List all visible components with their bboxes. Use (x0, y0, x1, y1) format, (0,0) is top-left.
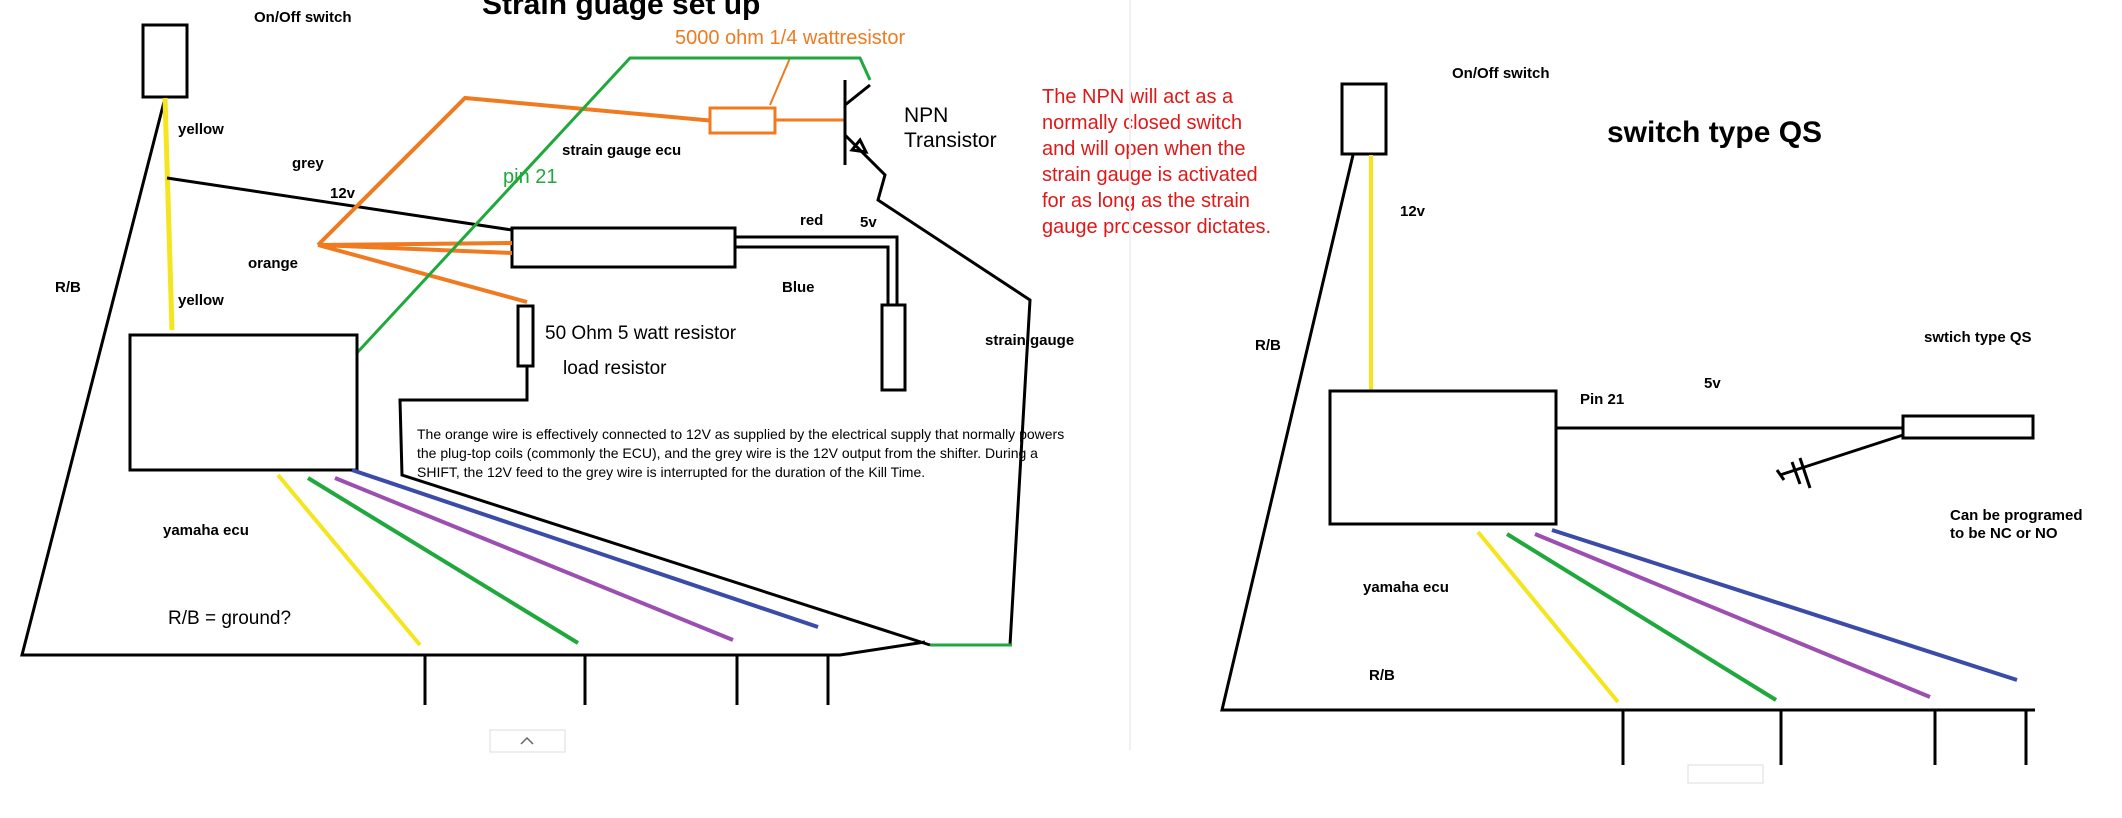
red-label: red (800, 212, 823, 229)
harness-yellow-right (1476, 530, 1620, 704)
5v-label-right: 5v (1704, 375, 1721, 392)
yamaha-ecu-box-right (1328, 389, 1558, 526)
qs-switch-body (1901, 414, 2035, 440)
on-off-switch-right (1340, 82, 1388, 156)
on-off-switch-label-right: On/Off switch (1452, 65, 1550, 82)
yamaha-ecu-box-left (128, 333, 359, 472)
yellow-label-top: yellow (178, 121, 224, 138)
left-diagram: Strain guage set up On/Off switch yellow… (20, 0, 1074, 753)
red-wire (735, 235, 899, 305)
yellow-wire-left (162, 97, 175, 331)
orange-label: orange (248, 255, 298, 272)
yamaha-ecu-label-right: yamaha ecu (1363, 579, 1449, 596)
green-wire-pin21 (353, 56, 872, 357)
strain-gauge-sensor (880, 303, 907, 392)
rb-ground-label: R/B = ground? (168, 608, 291, 629)
harness-blue-right (1551, 528, 2018, 682)
red-note-line-2: normally closed switch (1042, 112, 1242, 134)
ground-drops-left (423, 655, 830, 705)
blue-label: Blue (782, 279, 815, 296)
rb-label-right: R/B (1255, 337, 1281, 354)
npn-transistor-symbol (843, 80, 1032, 647)
pin21-label-left: pin 21 (503, 166, 558, 188)
note-line-1: The orange wire is effectively connected… (417, 426, 1064, 442)
yamaha-ecu-label-left: yamaha ecu (163, 522, 249, 539)
qs-switch-contact (1779, 433, 1904, 477)
harness-purple-left (334, 476, 734, 642)
resistor-5000-ohm (708, 106, 777, 135)
chevron-up-icon (520, 736, 534, 745)
resistor-5000-leader (769, 57, 791, 106)
strain-gauge-ecu-box (510, 226, 737, 269)
grey-wire (166, 176, 513, 232)
rb-wire-left (20, 97, 926, 657)
harness-blue-left (351, 468, 819, 629)
red-note: The NPN will act as a normally closed sw… (1042, 86, 1271, 238)
note-line-3: SHIFT, the 12V feed to the grey wire is … (417, 464, 925, 480)
qs-switch-ticks (1775, 457, 1812, 489)
red-note-line-5: for as long as the strain (1042, 190, 1250, 212)
grey-label: grey (292, 155, 324, 172)
red-note-line-3: and will open when the (1042, 138, 1245, 160)
npn-label-1: NPN (904, 104, 948, 127)
rb-wire-right (1220, 154, 2035, 712)
right-diagram: On/Off switch switch type QS 12v R/B swt… (1220, 65, 2083, 784)
pin21-label-right: Pin 21 (1580, 391, 1624, 408)
5v-label-left: 5v (860, 214, 877, 231)
resistor-50-ohm (516, 304, 535, 368)
orange-wires (316, 95, 716, 304)
red-note-line-6: gauge processor dictates. (1042, 216, 1271, 238)
scroll-tab-left[interactable] (489, 729, 566, 753)
resistor-5000-label: 5000 ohm 1/4 wattresistor (675, 27, 905, 49)
on-off-switch-label-left: On/Off switch (254, 9, 352, 26)
harness-yellow-left (276, 473, 422, 647)
scroll-tab-right[interactable] (1687, 764, 1764, 784)
programmable-label-2: to be NC or NO (1950, 525, 2058, 542)
harness-green-right (1505, 532, 1778, 702)
blue-wire (735, 245, 890, 305)
load-resistor-label: load resistor (563, 358, 667, 379)
npn-label-2: Transistor (904, 129, 997, 152)
12v-label-left: 12v (330, 185, 356, 202)
strain-gauge-label: strain gauge (985, 332, 1074, 349)
load-resistor-wire (398, 366, 931, 647)
right-title: switch type QS (1607, 116, 1822, 149)
resistor-50-label: 50 Ohm 5 watt resistor (545, 323, 737, 344)
programmable-label-1: Can be programed (1950, 507, 2083, 524)
harness-purple-right (1534, 532, 1931, 699)
left-title: Strain guage set up (482, 0, 760, 21)
rb-label-right-bottom: R/B (1369, 667, 1395, 684)
harness-green-left (306, 476, 580, 645)
red-note-line-1: The NPN will act as a (1042, 86, 1234, 108)
rb-label-left: R/B (55, 279, 81, 296)
on-off-switch-left (141, 23, 189, 99)
strain-ecu-label: strain gauge ecu (562, 142, 681, 159)
red-note-line-4: strain gauge is activated (1042, 164, 1258, 186)
12v-label-right: 12v (1400, 203, 1426, 220)
note-line-2: the plug-top coils (commonly the ECU), a… (417, 445, 1038, 461)
yellow-label-bottom: yellow (178, 292, 224, 309)
qs-switch-label: swtich type QS (1924, 329, 2032, 346)
ground-drops-right (1621, 710, 2028, 765)
